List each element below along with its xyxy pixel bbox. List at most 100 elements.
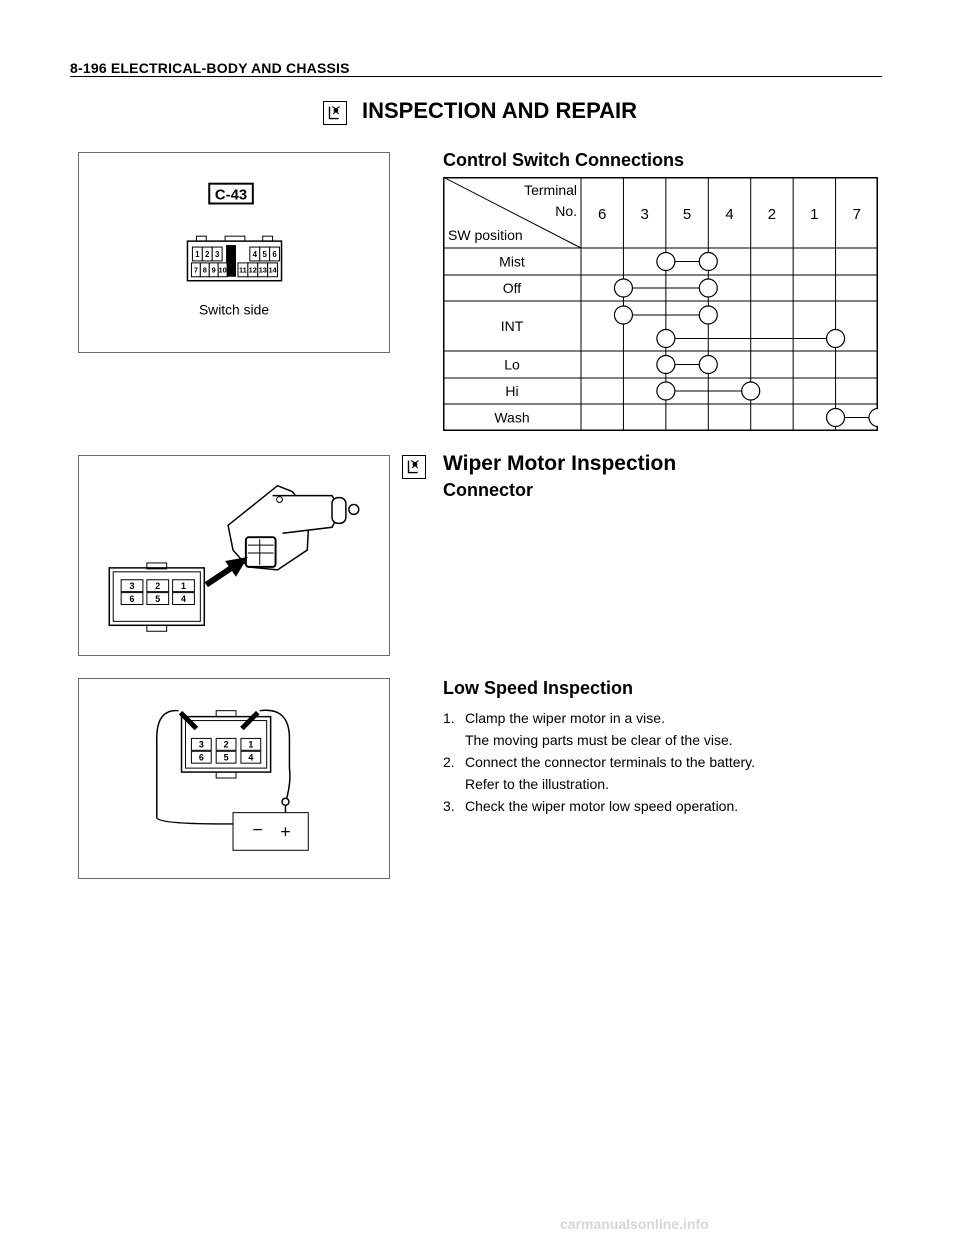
control-switch-title: Control Switch Connections — [443, 150, 684, 170]
connector-id-label: C-43 — [215, 188, 247, 204]
wiper-connector-face: 3 6 2 5 1 4 — [108, 562, 206, 632]
connector-pin-1: 1 — [191, 246, 203, 262]
svg-text:3: 3 — [215, 250, 220, 259]
connector-pin-4: 4 — [240, 750, 262, 764]
svg-text:2: 2 — [155, 581, 160, 591]
switch-position-label: INT — [501, 318, 524, 334]
connector-pin-2: 2 — [146, 579, 170, 593]
continuity-connection — [613, 305, 718, 325]
svg-text:3: 3 — [130, 581, 135, 591]
svg-text:8: 8 — [203, 265, 207, 274]
svg-text:5: 5 — [155, 594, 160, 604]
connector-pin-2: 2 — [215, 737, 237, 751]
terminal-node — [613, 278, 634, 298]
connector-pin-5: 5 — [215, 750, 237, 764]
step-1: 1. Clamp the wiper motor in a vise. — [443, 707, 755, 729]
switch-position-label: Lo — [504, 357, 520, 373]
terminal-node — [698, 354, 718, 375]
battery — [232, 812, 309, 851]
connector-pin-2: 2 — [201, 246, 213, 262]
terminal-header-2: 2 — [768, 206, 776, 223]
terminal-node — [825, 328, 846, 349]
connector-pin-13: 13 — [257, 262, 269, 278]
connector-pin-5: 5 — [259, 246, 271, 262]
step-number: 1. — [443, 710, 455, 726]
svg-text:1: 1 — [181, 581, 186, 591]
svg-text:9: 9 — [212, 265, 216, 274]
connector-pin-1: 1 — [172, 579, 195, 593]
svg-text:5: 5 — [224, 752, 229, 762]
terminal-node — [825, 407, 846, 428]
terminal-header-3: 3 — [640, 206, 648, 223]
terminal-node — [698, 305, 718, 325]
switch-position-label: Mist — [499, 254, 525, 270]
pointer-arrow — [204, 556, 248, 588]
svg-text:4: 4 — [248, 752, 253, 762]
connector-pin-9: 9 — [208, 262, 219, 278]
svg-text:10: 10 — [218, 265, 226, 274]
step-number: 3. — [443, 798, 455, 814]
corner-terminal-label: Terminal — [524, 182, 577, 198]
svg-text:14: 14 — [268, 265, 277, 274]
wiper-motor-inspection-title: Wiper Motor Inspection — [443, 452, 677, 475]
terminal-header-4: 4 — [725, 206, 733, 223]
corner-sw-position-label: SW position — [448, 227, 523, 243]
switch-row-mist: Mist — [499, 251, 718, 272]
switch-row-hi: Hi — [505, 381, 761, 401]
connector-pin-12: 12 — [247, 262, 259, 278]
battery-minus-sign: − — [253, 819, 263, 839]
connector-pin-10: 10 — [217, 262, 228, 278]
terminal-node — [741, 381, 761, 401]
connector-pin-3: 3 — [211, 246, 223, 262]
step-text: Clamp the wiper motor in a vise. — [465, 710, 665, 726]
switch-row-off: Off — [503, 278, 718, 298]
svg-text:6: 6 — [272, 250, 277, 259]
terminal-header-7: 7 — [853, 206, 861, 223]
connector-pin-8: 8 — [199, 262, 210, 278]
terminal-header-6: 6 — [598, 206, 606, 223]
wrench-icon — [402, 455, 426, 479]
battery-plus-sign: + — [280, 821, 290, 841]
wrench-icon — [323, 101, 347, 125]
switch-row-int: INT — [501, 305, 846, 349]
page-header: 8-196 ELECTRICAL-BODY AND CHASSIS — [70, 60, 350, 76]
connector-pin-1: 1 — [240, 737, 262, 751]
terminal-node — [698, 251, 718, 272]
switch-row-lo: Lo — [504, 354, 718, 375]
switch-row-wash: Wash — [494, 407, 888, 428]
connector-pin-3: 3 — [190, 737, 212, 751]
wiring-connector-face: 3 6 2 5 14 — [180, 710, 272, 779]
step-text: Check the wiper motor low speed operatio… — [465, 798, 739, 814]
svg-text:3: 3 — [199, 740, 204, 750]
svg-text:6: 6 — [199, 752, 204, 762]
wiper-motor-illustration — [227, 484, 360, 571]
switch-side-caption: Switch side — [199, 301, 269, 317]
connector-subtitle: Connector — [443, 480, 533, 500]
connector-pin-4: 4 — [172, 592, 195, 606]
step-2: 2.Connect the connector terminals to the… — [443, 751, 755, 773]
svg-text:2: 2 — [224, 740, 229, 750]
corner-no-label: No. — [555, 203, 577, 219]
connector-pin-6: 6 — [120, 592, 144, 606]
switch-position-label: Wash — [494, 410, 529, 426]
terminal-node — [698, 278, 718, 298]
connector-pin-5: 5 — [146, 592, 170, 606]
svg-text:4: 4 — [181, 594, 186, 604]
watermark-text: carmanualsonline.info — [560, 1216, 709, 1232]
svg-text:7: 7 — [194, 265, 198, 274]
continuity-connection — [613, 278, 718, 298]
switch-position-label: Hi — [505, 383, 518, 399]
continuity-connection — [656, 251, 718, 272]
header-rule — [70, 76, 882, 77]
continuity-connection — [825, 407, 888, 428]
svg-text:4: 4 — [253, 250, 258, 259]
svg-text:1: 1 — [195, 250, 200, 259]
connector-pin-6: 6 — [190, 750, 212, 764]
svg-text:6: 6 — [130, 594, 135, 604]
svg-text:13: 13 — [259, 265, 267, 274]
terminal-node — [656, 381, 676, 401]
step-1-note: The moving parts must be clear of the vi… — [465, 732, 733, 748]
terminal-header-1: 1 — [810, 206, 818, 223]
terminal-node — [656, 328, 676, 349]
